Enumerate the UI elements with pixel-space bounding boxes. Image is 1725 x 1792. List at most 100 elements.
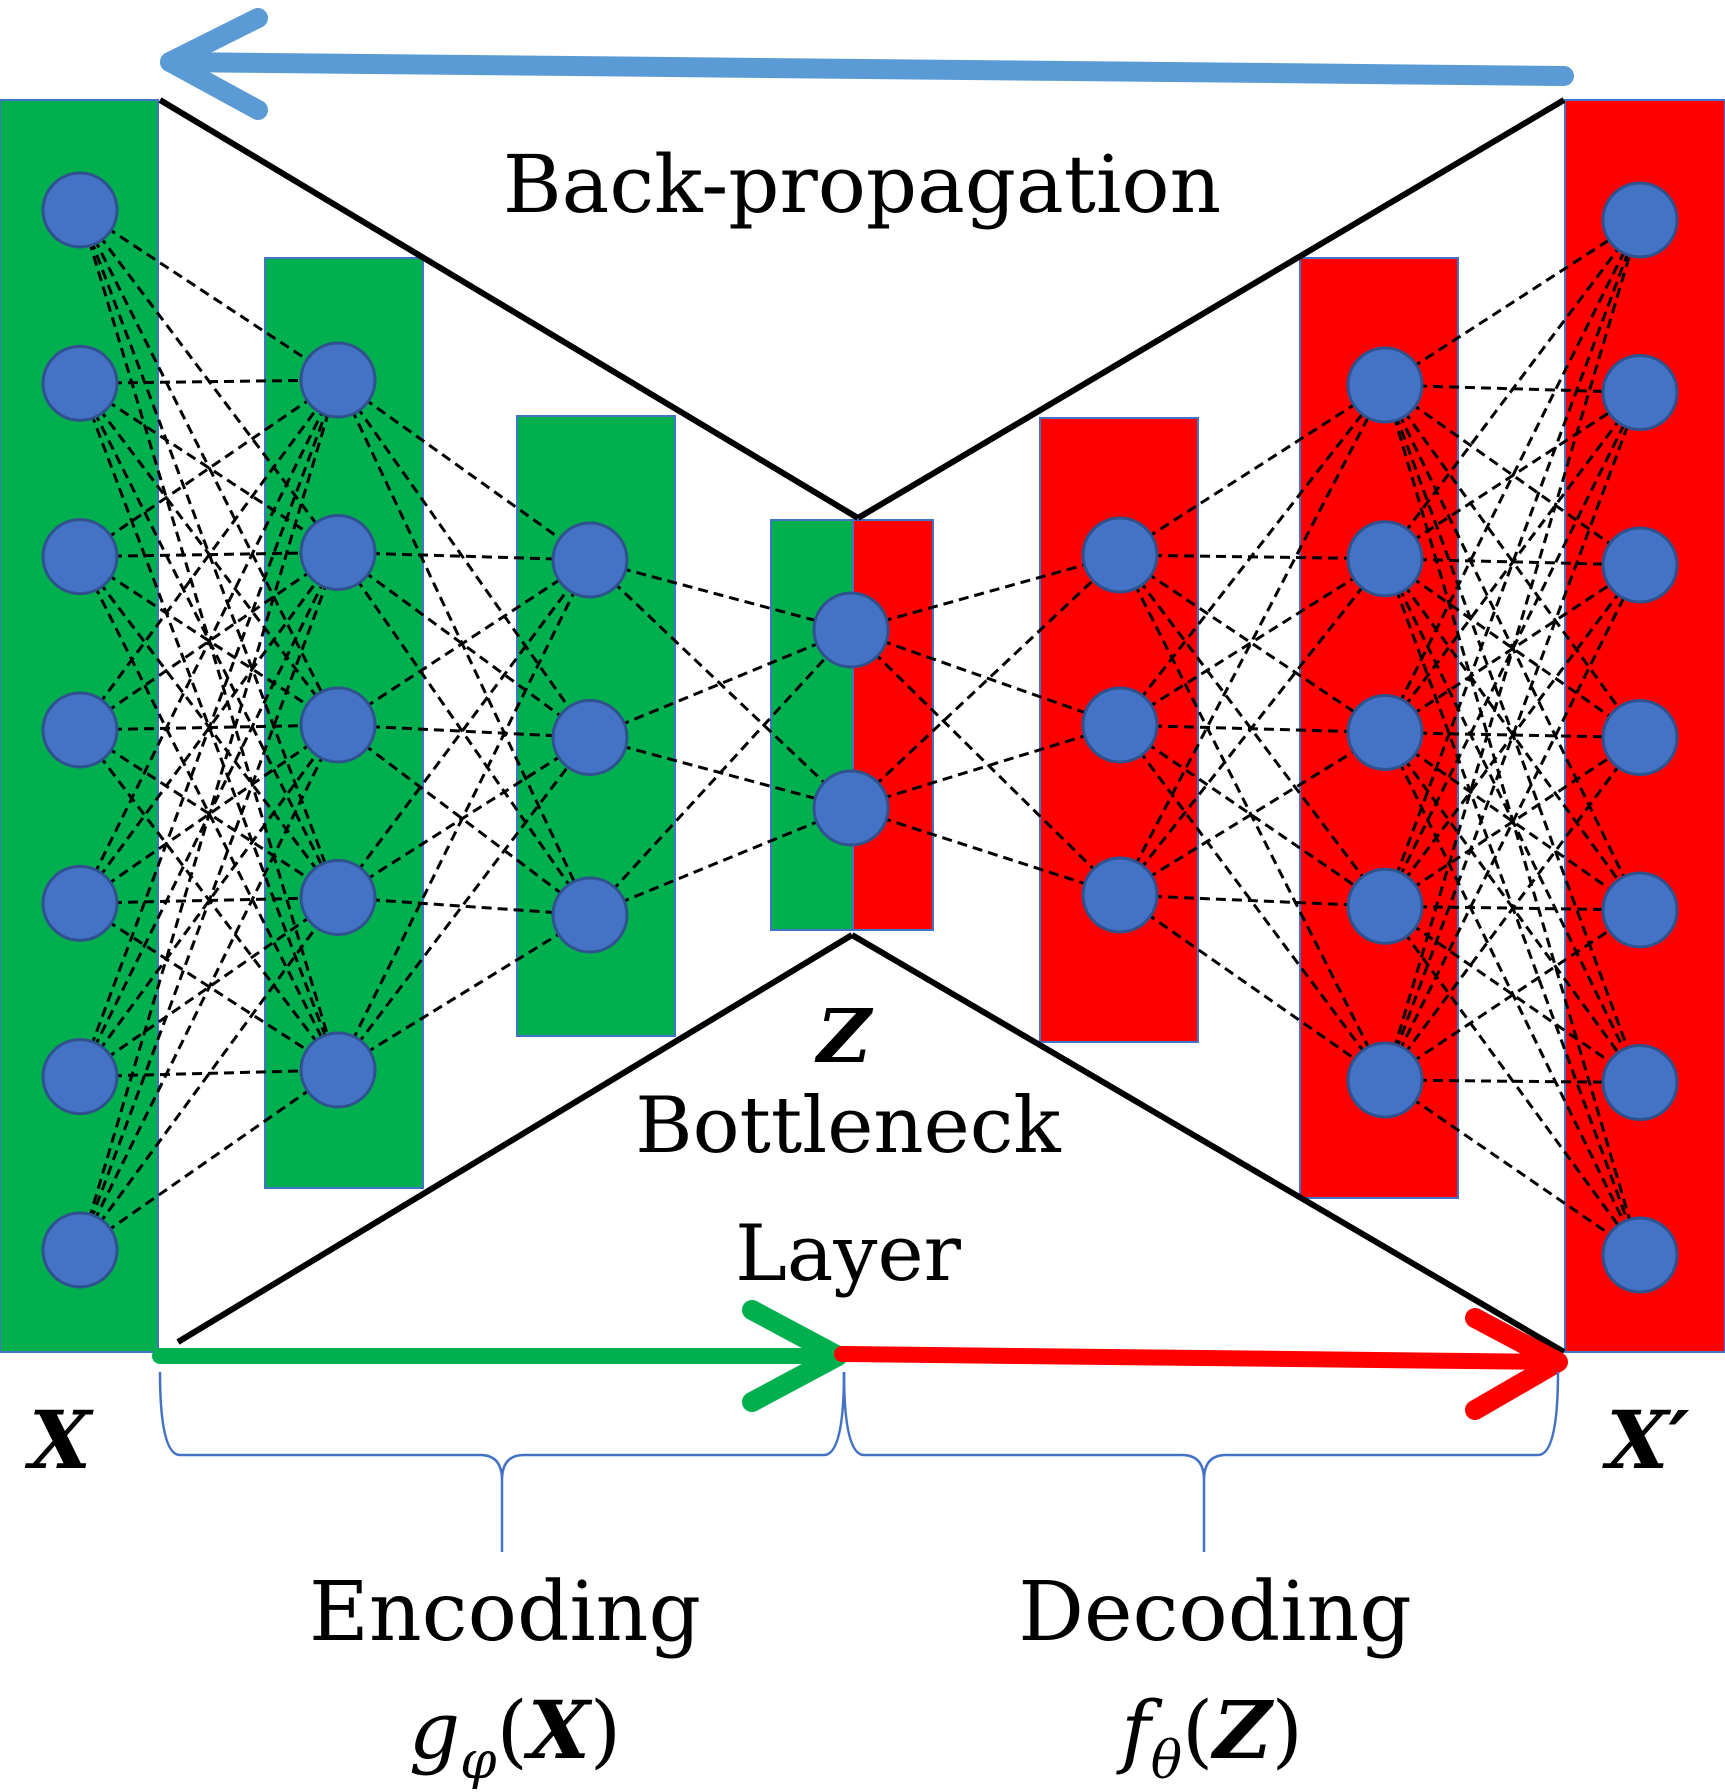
connection-decoder-hidden-1-2-to-decoder-hidden-2-3 — [1119, 893, 1386, 908]
connection-encoder-hidden-2-0-to-bottleneck-1 — [588, 558, 853, 810]
neuron-input-0 — [41, 171, 119, 249]
neuron-encoder-hidden-1-2 — [299, 686, 377, 764]
connection-decoder-hidden-2-3-to-output-6 — [1383, 905, 1642, 1256]
connection-input-6-to-encoder-hidden-1-0 — [78, 379, 340, 1251]
neuron-decoder-hidden-2-1 — [1346, 520, 1424, 598]
neuron-input-1 — [41, 344, 119, 422]
neuron-decoder-hidden-1-1 — [1081, 686, 1159, 764]
encoder-function: gφ(X) — [409, 1683, 621, 1791]
hourglass-top-right — [856, 97, 1566, 521]
connection-decoder-hidden-1-1-to-decoder-hidden-2-0 — [1118, 384, 1387, 726]
backprop-arrow-head — [160, 8, 268, 120]
hourglass-outline — [158, 97, 1566, 1355]
neuron-bottleneck-0 — [812, 591, 890, 669]
hourglass-bottom-right — [850, 932, 1566, 1355]
bottleneck-label-line1: Bottleneck — [635, 1081, 1061, 1171]
curly-braces — [158, 1371, 1560, 1552]
connection-input-2-to-encoder-hidden-1-0 — [79, 378, 339, 558]
connection-decoder-hidden-2-1-to-output-0 — [1383, 219, 1642, 560]
connection-encoder-hidden-2-2-to-bottleneck-0 — [588, 628, 853, 917]
connection-input-2-to-encoder-hidden-1-2 — [79, 555, 339, 727]
connection-input-3-to-encoder-hidden-1-0 — [78, 379, 340, 731]
neuron-encoder-hidden-2-0 — [551, 521, 629, 599]
neuron-encoder-hidden-1-0 — [299, 341, 377, 419]
decoding-arrow-head — [1465, 1308, 1568, 1420]
connection-encoder-hidden-1-0-to-encoder-hidden-2-0 — [337, 378, 591, 562]
neuron-input-5 — [41, 1038, 119, 1116]
connection-decoder-hidden-1-1-to-decoder-hidden-2-1 — [1119, 557, 1386, 727]
connection-input-1-to-encoder-hidden-1-0 — [79, 378, 339, 385]
connection-lines — [78, 208, 1642, 1257]
connection-decoder-hidden-2-0-to-output-2 — [1384, 383, 1641, 567]
connection-input-6-to-encoder-hidden-1-3 — [78, 896, 340, 1251]
connection-decoder-hidden-1-0-to-decoder-hidden-2-2 — [1119, 553, 1386, 734]
connection-input-3-to-encoder-hidden-1-1 — [79, 551, 339, 732]
bottleneck-band-encoder-half — [770, 519, 854, 931]
connection-decoder-hidden-2-4-to-output-1 — [1383, 391, 1642, 1081]
decoder-fn-close-paren: ) — [1272, 1684, 1303, 1777]
connection-input-5-to-encoder-hidden-1-2 — [78, 724, 340, 1078]
connection-decoder-hidden-1-1-to-decoder-hidden-2-3 — [1119, 723, 1386, 908]
connection-decoder-hidden-2-0-to-output-1 — [1384, 383, 1641, 394]
neuron-output-0 — [1601, 181, 1679, 259]
neuron-output-4 — [1601, 871, 1679, 949]
connection-encoder-hidden-1-0-to-encoder-hidden-2-1 — [336, 379, 592, 739]
encoder-fn-base: g — [409, 1684, 460, 1777]
connection-decoder-hidden-2-3-to-output-2 — [1383, 564, 1642, 908]
connection-decoder-hidden-2-4-to-output-0 — [1383, 219, 1642, 1081]
hourglass-bottom-left — [176, 932, 854, 1345]
neuron-encoder-hidden-1-1 — [299, 514, 377, 591]
connection-encoder-hidden-1-3-to-encoder-hidden-2-0 — [336, 559, 592, 899]
decoding-label: Decoding — [1018, 1565, 1412, 1660]
connection-encoder-hidden-1-1-to-encoder-hidden-2-2 — [336, 551, 592, 916]
neuron-decoder-hidden-2-3 — [1346, 867, 1424, 945]
connection-encoder-hidden-1-4-to-encoder-hidden-2-2 — [337, 913, 591, 1072]
connection-encoder-hidden-1-0-to-encoder-hidden-2-2 — [336, 379, 592, 916]
neuron-encoder-hidden-2-2 — [551, 876, 629, 954]
connection-input-6-to-encoder-hidden-1-2 — [78, 724, 340, 1251]
connection-encoder-hidden-1-4-to-encoder-hidden-2-1 — [336, 736, 592, 1071]
connection-input-4-to-encoder-hidden-1-0 — [78, 379, 340, 904]
neuron-output-5 — [1601, 1044, 1679, 1121]
connection-encoder-hidden-1-2-to-encoder-hidden-2-1 — [337, 723, 591, 739]
neuron-decoder-hidden-2-4 — [1346, 1041, 1424, 1119]
neuron-encoder-hidden-1-3 — [299, 859, 377, 936]
connection-decoder-hidden-2-4-to-output-3 — [1383, 736, 1642, 1081]
connection-input-6-to-encoder-hidden-1-1 — [78, 551, 340, 1251]
connection-decoder-hidden-2-3-to-output-4 — [1384, 904, 1641, 912]
decoding-brace — [842, 1371, 1560, 1552]
connection-decoder-hidden-1-0-to-decoder-hidden-2-3 — [1118, 554, 1387, 908]
connection-decoder-hidden-1-0-to-decoder-hidden-2-0 — [1119, 383, 1386, 557]
connection-decoder-hidden-1-2-to-decoder-hidden-2-2 — [1119, 731, 1386, 897]
neuron-decoder-hidden-1-2 — [1081, 856, 1159, 934]
connection-input-5-to-encoder-hidden-1-4 — [79, 1068, 339, 1079]
neuron-decoder-hidden-1-0 — [1081, 516, 1159, 594]
decoder-fn-argument: Z — [1210, 1683, 1274, 1777]
decoder-function: fθ(Z) — [1116, 1683, 1303, 1791]
latent-label: Z — [814, 994, 874, 1080]
connection-bottleneck-0-to-decoder-hidden-1-0 — [850, 553, 1121, 632]
connection-decoder-hidden-1-2-to-decoder-hidden-2-1 — [1118, 557, 1387, 896]
connection-decoder-hidden-2-2-to-output-3 — [1384, 731, 1641, 739]
encoder-fn-close-paren: ) — [590, 1684, 621, 1777]
input-label: X — [24, 1393, 94, 1487]
connection-decoder-hidden-2-3-to-output-0 — [1383, 219, 1642, 907]
connection-decoder-hidden-2-2-to-output-4 — [1384, 731, 1641, 912]
connection-encoder-hidden-1-1-to-encoder-hidden-2-1 — [337, 551, 591, 739]
connection-encoder-hidden-1-3-to-encoder-hidden-2-2 — [337, 896, 591, 917]
encoding-brace — [158, 1371, 846, 1552]
hourglass-top-left — [158, 97, 860, 521]
neuron-decoder-hidden-2-2 — [1346, 694, 1424, 771]
neuron-input-4 — [41, 864, 119, 942]
connection-decoder-hidden-2-1-to-output-1 — [1384, 391, 1641, 561]
connection-input-5-to-encoder-hidden-1-3 — [79, 896, 339, 1078]
neuron-output-2 — [1601, 526, 1679, 604]
output-label: X′ — [1601, 1393, 1689, 1487]
decoding-arrow — [834, 1308, 1568, 1420]
neuron-input-3 — [41, 691, 119, 769]
connection-encoder-hidden-1-2-to-encoder-hidden-2-0 — [337, 558, 591, 727]
backprop-label: Back-propagation — [503, 138, 1221, 231]
connection-input-0-to-encoder-hidden-1-3 — [78, 209, 340, 899]
connection-decoder-hidden-2-1-to-output-3 — [1384, 557, 1641, 739]
